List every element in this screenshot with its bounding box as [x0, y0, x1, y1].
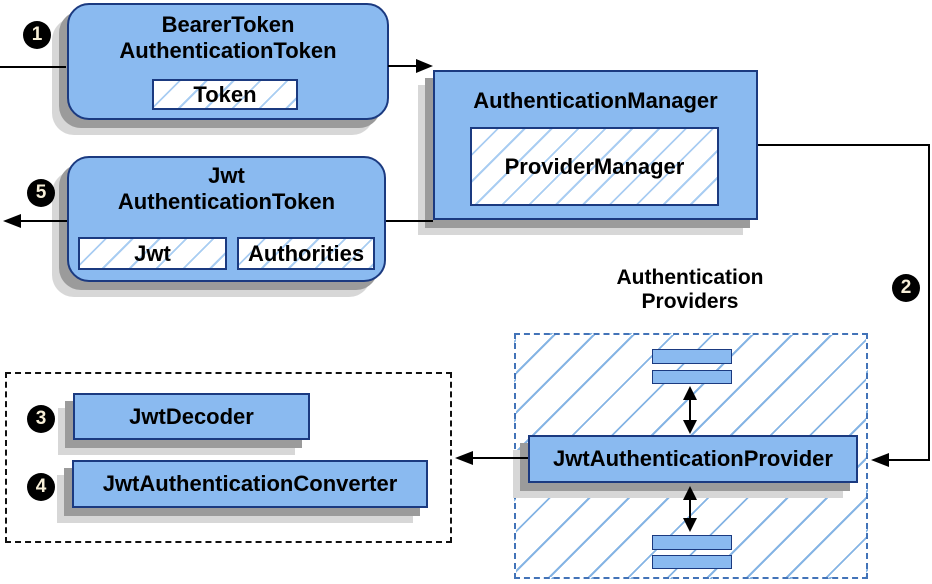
jwt-authentication-provider-title: JwtAuthenticationProvider	[553, 446, 833, 471]
authentication-manager-title: AuthenticationManager	[473, 88, 718, 113]
step-4-badge: 4	[27, 473, 55, 501]
bearer-token-title-line1: BearerToken	[161, 12, 295, 37]
authentication-providers-label-line2: Providers	[641, 290, 739, 313]
step-1-badge: 1	[23, 21, 51, 49]
authentication-providers-label-line1: Authentication	[616, 266, 764, 289]
jwt-decoder-title: JwtDecoder	[129, 404, 254, 429]
provider-placeholder-bar	[652, 349, 732, 364]
provider-placeholder-bar	[652, 555, 732, 569]
jwt-chip: Jwt	[78, 237, 227, 270]
arrowhead-left-icon	[871, 453, 889, 467]
arrowhead-left-icon	[455, 451, 473, 465]
step-3-badge: 3	[27, 405, 55, 433]
jwt-authentication-provider-node: JwtAuthenticationProvider	[528, 435, 858, 483]
provider-placeholder-bar	[652, 370, 732, 384]
jwt-token-title-line1: Jwt	[208, 163, 245, 188]
bearer-token-authentication-token-node: BearerToken AuthenticationToken Token	[67, 3, 389, 120]
jwt-decoder-node: JwtDecoder	[73, 393, 310, 440]
provider-placeholder-bar	[652, 535, 732, 550]
step-5-badge: 5	[27, 179, 55, 207]
jwt-token-title-line2: AuthenticationToken	[117, 189, 336, 214]
arrowhead-right-icon	[416, 59, 433, 73]
authentication-providers-label: Authentication Providers	[565, 266, 815, 314]
arrowhead-left-icon	[3, 214, 21, 228]
token-chip: Token	[152, 79, 298, 110]
step-2-badge: 2	[892, 274, 920, 302]
provider-manager-chip: ProviderManager	[470, 127, 719, 206]
authorities-chip: Authorities	[237, 237, 375, 270]
authentication-manager-node: AuthenticationManager ProviderManager	[433, 70, 758, 220]
bearer-token-title-line2: AuthenticationToken	[119, 38, 337, 63]
jwt-authentication-token-node: Jwt AuthenticationToken Jwt Authorities	[67, 156, 386, 282]
jwt-authentication-converter-node: JwtAuthenticationConverter	[72, 460, 428, 508]
jwt-authentication-converter-title: JwtAuthenticationConverter	[102, 471, 398, 496]
